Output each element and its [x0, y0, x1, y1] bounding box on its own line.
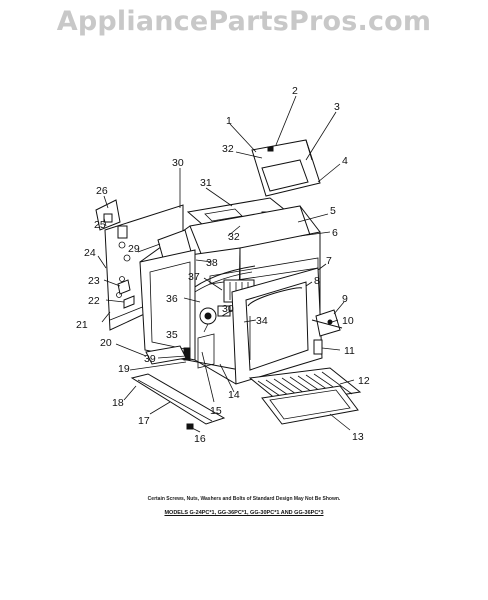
callout-34: 34 — [256, 315, 268, 327]
callout-17: 17 — [138, 415, 150, 427]
kick-panel — [130, 373, 226, 425]
bottom-bracket — [145, 345, 187, 365]
callout-23: 23 — [88, 275, 100, 287]
callout-30-mid: 30 — [222, 303, 234, 315]
door-hinge — [311, 309, 343, 337]
callout-22: 22 — [88, 295, 100, 307]
chassis-bottom — [194, 333, 237, 385]
callout-labels: 1 2 3 4 32 30 31 26 25 5 6 32 29 24 38 7… — [76, 85, 370, 445]
callout-25: 25 — [94, 219, 106, 231]
footnote: Certain Screws, Nuts, Washers and Bolts … — [147, 496, 341, 502]
callout-3: 3 — [334, 101, 340, 113]
leveling-screw — [186, 423, 194, 430]
model-list: MODELS G-24PC*1, GG-36PC*1, GG-30PC*1 AN… — [164, 510, 324, 516]
side-panel-front — [139, 249, 196, 361]
callout-32-mid: 32 — [228, 231, 240, 243]
callout-13: 13 — [352, 431, 364, 443]
callout-19: 19 — [118, 363, 130, 375]
watermark: AppliancePartsPros.com — [56, 6, 432, 37]
callout-16: 16 — [194, 433, 206, 445]
callout-36: 36 — [166, 293, 178, 305]
callout-14: 14 — [228, 389, 240, 401]
door-latch — [313, 339, 323, 355]
broiler-pan — [261, 385, 359, 425]
oven-door — [231, 267, 323, 385]
leader-lines — [97, 95, 355, 433]
callout-1: 1 — [226, 115, 232, 127]
callout-38: 38 — [206, 257, 218, 269]
callout-4: 4 — [342, 155, 348, 167]
callout-30-top: 30 — [172, 157, 184, 169]
callout-35: 35 — [166, 329, 178, 341]
callout-29: 29 — [128, 243, 140, 255]
small-clips — [117, 279, 135, 309]
callout-18: 18 — [112, 397, 124, 409]
callout-7: 7 — [326, 255, 332, 267]
callout-24: 24 — [84, 247, 96, 259]
callout-31: 31 — [200, 177, 212, 189]
mounting-bracket — [95, 199, 121, 231]
callout-20: 20 — [100, 337, 112, 349]
callout-9: 9 — [342, 293, 348, 305]
callout-10: 10 — [342, 315, 354, 327]
callout-12: 12 — [358, 375, 370, 387]
callout-21: 21 — [76, 319, 88, 331]
callout-5: 5 — [330, 205, 336, 217]
callout-11: 11 — [344, 345, 355, 357]
callout-2: 2 — [292, 85, 298, 97]
top-panel — [251, 139, 321, 197]
callout-8: 8 — [314, 275, 320, 287]
callout-39: 39 — [144, 353, 156, 365]
callout-37: 37 — [188, 271, 200, 283]
callout-6: 6 — [332, 227, 338, 239]
callout-26: 26 — [96, 185, 108, 197]
callout-32-top: 32 — [222, 143, 234, 155]
callout-15: 15 — [210, 405, 222, 417]
